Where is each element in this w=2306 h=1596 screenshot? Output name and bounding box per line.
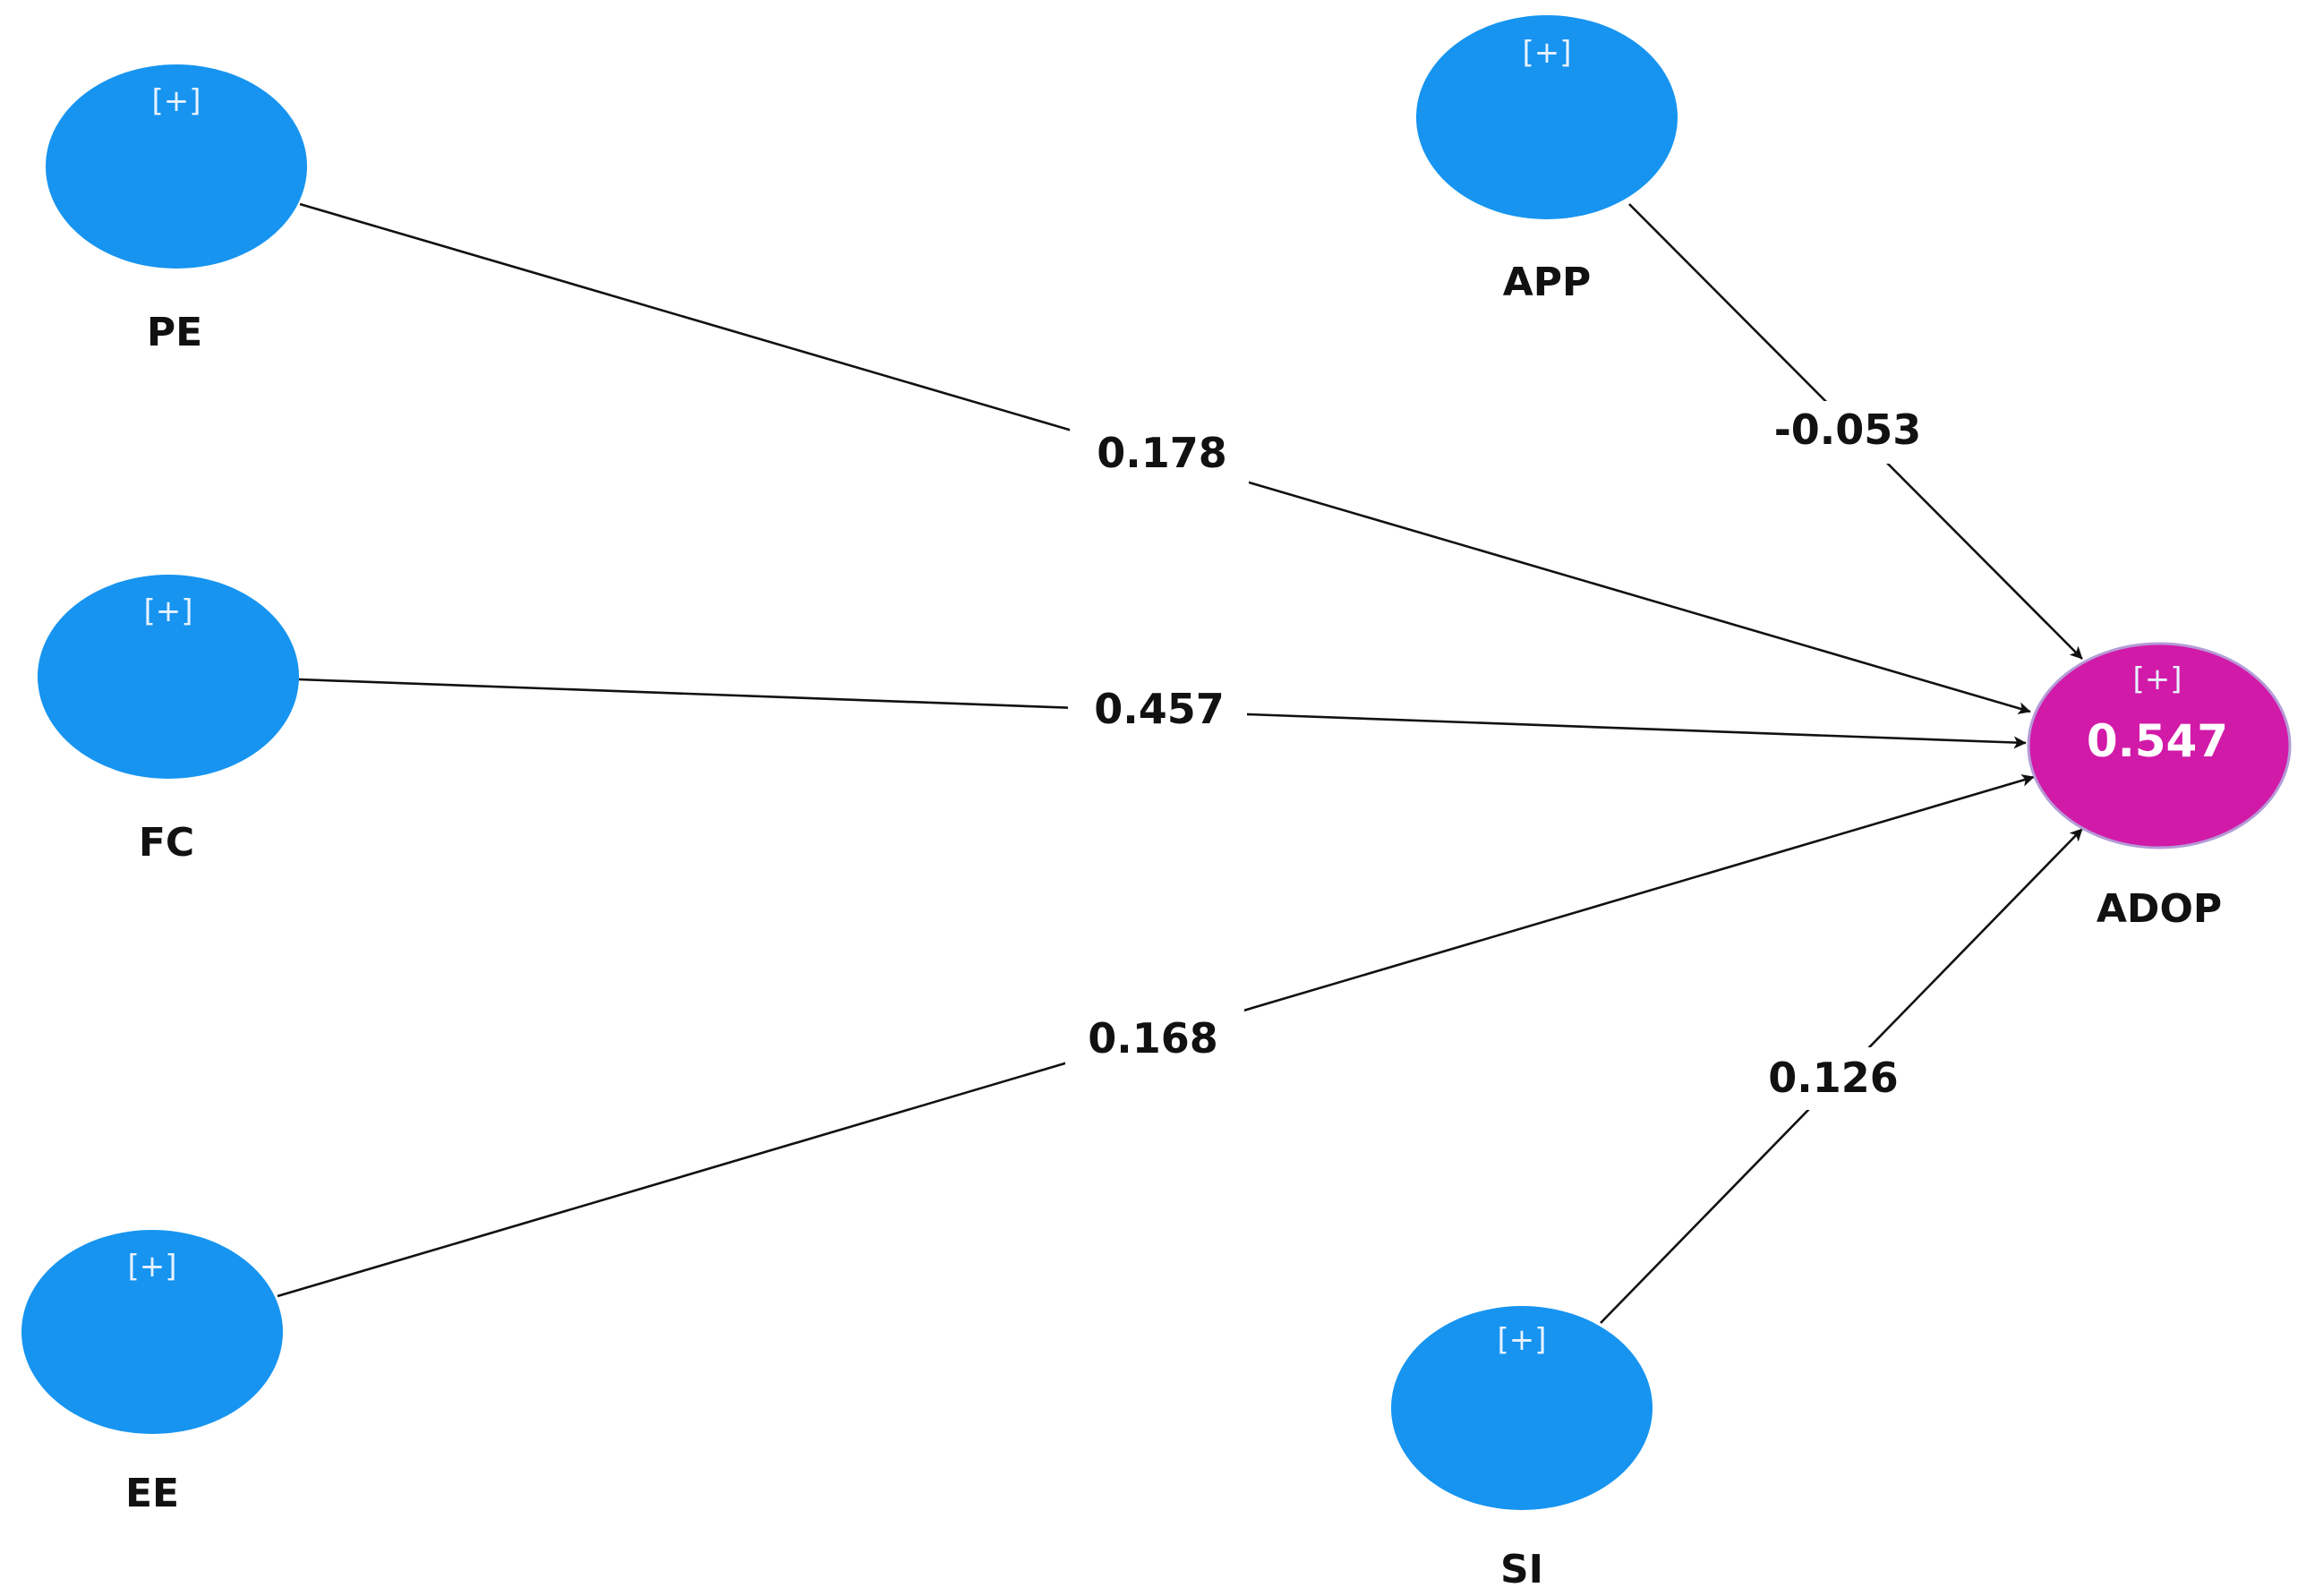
coefficient-pe-adop-text: 0.178: [1097, 429, 1227, 477]
coefficient-ee-adop: 0.168: [1065, 1006, 1244, 1069]
edges: [277, 202, 2083, 1324]
node-pe-label: PE: [147, 310, 202, 355]
coefficient-ee-adop-text: 0.168: [1088, 1014, 1218, 1063]
coefficient-pe-adop: 0.178: [1070, 421, 1249, 483]
nodes: [+] PE [+] FC [+] EE [+] APP [+] SI: [21, 15, 2292, 1592]
node-si-shape[interactable]: [1391, 1306, 1653, 1510]
r-squared-value-adop: 0.547: [2087, 715, 2228, 767]
node-fc-shape[interactable]: [38, 575, 299, 779]
edge-labels: 0.178 0.457 0.168 -0.053 0.126: [1065, 401, 1965, 1110]
expand-toggle-pe[interactable]: [+]: [151, 83, 201, 119]
coefficient-si-adop-text: 0.126: [1768, 1054, 1899, 1102]
expand-toggle-si[interactable]: [+]: [1497, 1322, 1546, 1358]
coefficient-si-adop: 0.126: [1755, 1047, 1934, 1110]
node-ee-shape[interactable]: [21, 1230, 283, 1434]
node-fc[interactable]: [+] FC: [38, 575, 299, 866]
coefficient-app-adop-text: -0.053: [1774, 405, 1922, 454]
coefficient-app-adop: -0.053: [1750, 401, 1965, 464]
node-si-label: SI: [1500, 1547, 1543, 1592]
expand-toggle-fc[interactable]: [+]: [143, 593, 192, 629]
node-app[interactable]: [+] APP: [1416, 15, 1678, 305]
expand-toggle-ee[interactable]: [+]: [127, 1249, 176, 1284]
node-app-shape[interactable]: [1416, 15, 1678, 219]
node-ee[interactable]: [+] EE: [21, 1230, 283, 1516]
node-app-label: APP: [1503, 260, 1592, 305]
node-adop[interactable]: [+] 0.547 ADOP: [2027, 642, 2292, 932]
expand-toggle-app[interactable]: [+]: [1522, 35, 1571, 71]
node-fc-label: FC: [139, 820, 194, 866]
node-adop-label: ADOP: [2097, 886, 2222, 932]
node-si[interactable]: [+] SI: [1391, 1306, 1653, 1592]
node-ee-label: EE: [125, 1471, 179, 1516]
node-pe-shape[interactable]: [46, 64, 307, 269]
node-pe[interactable]: [+] PE: [46, 64, 307, 355]
coefficient-fc-adop-text: 0.457: [1094, 685, 1225, 733]
coefficient-fc-adop: 0.457: [1068, 680, 1247, 743]
node-adop-shape[interactable]: [2027, 642, 2292, 849]
expand-toggle-adop[interactable]: [+]: [2132, 661, 2182, 697]
